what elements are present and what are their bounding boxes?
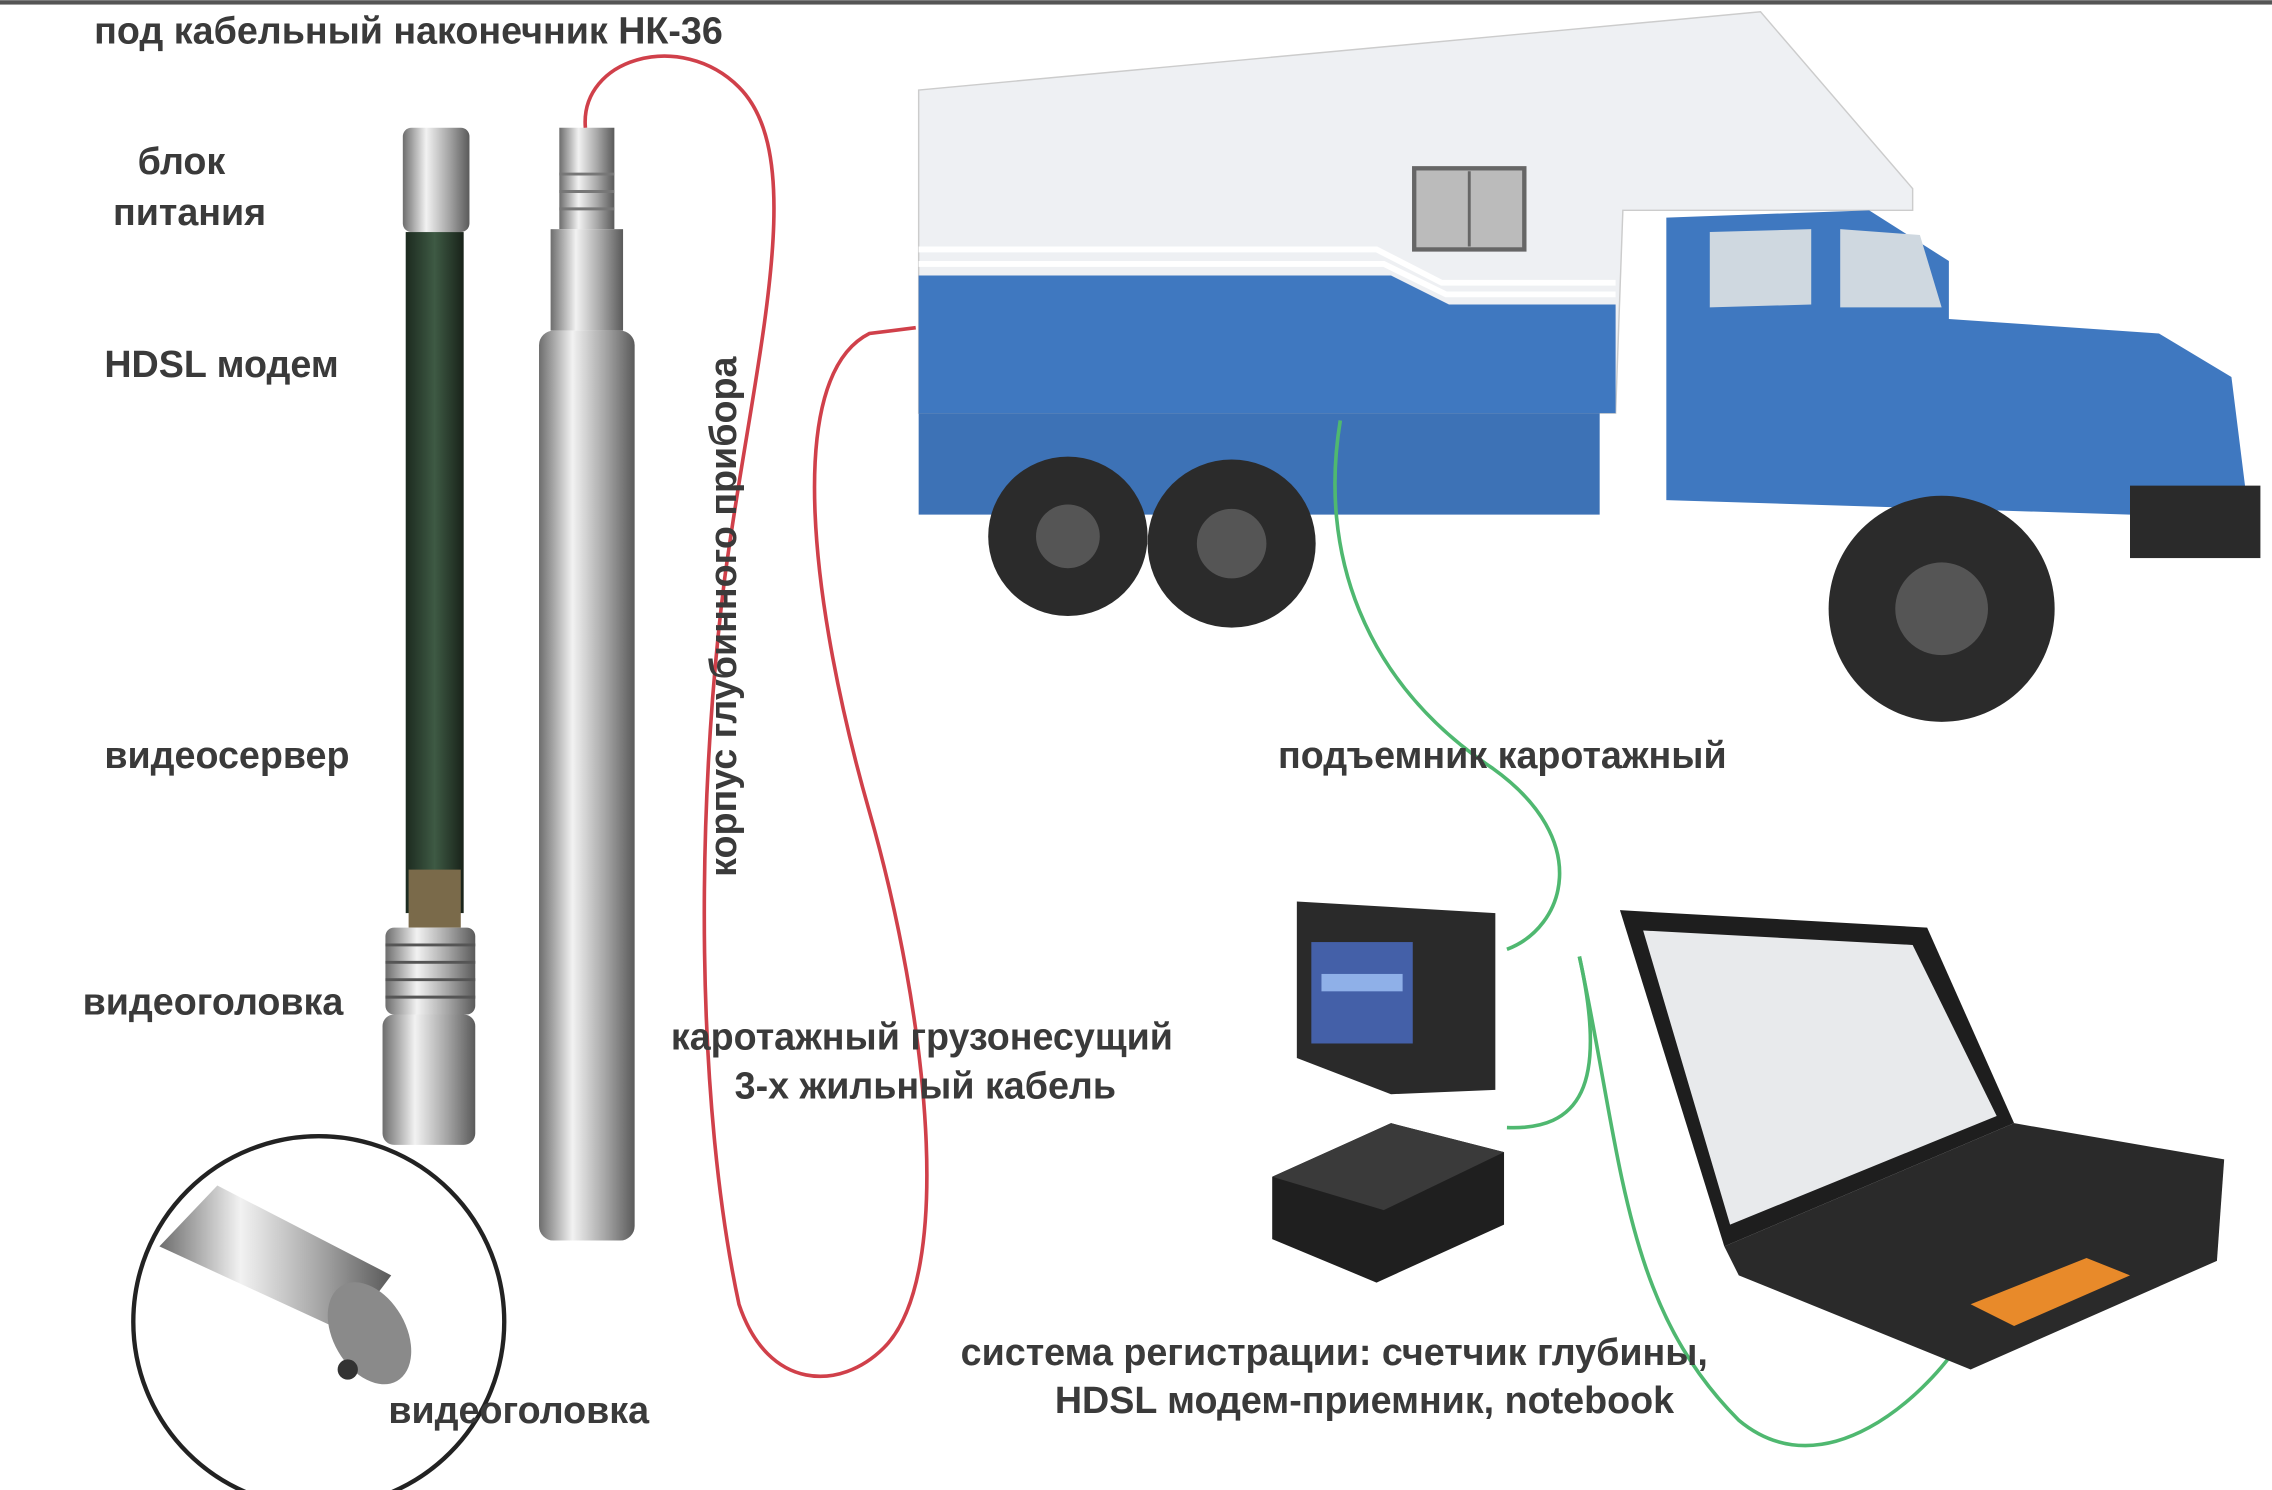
label-video-server: видеосервер <box>104 734 349 776</box>
probe-housing <box>539 127 635 1241</box>
logging-cable <box>583 54 929 1379</box>
open-probe <box>382 127 476 1145</box>
label-power-block: блок <box>138 140 226 182</box>
label-registration: система регистрации: счетчик глубины, <box>961 1331 1708 1373</box>
label-hdsl-modem: HDSL модем <box>104 343 338 385</box>
label-probe-body: корпус глубинного прибора <box>702 356 744 877</box>
logging-truck <box>917 11 2261 722</box>
modem-receiver <box>1272 1123 1505 1283</box>
power-block <box>402 127 470 233</box>
data-cables <box>1333 420 1958 1448</box>
circuit-board <box>405 232 464 914</box>
label-power-block-2: питания <box>113 191 266 233</box>
video-head-segment <box>385 927 476 1015</box>
label-registration-2: HDSL модем-приемник, notebook <box>1055 1379 1674 1421</box>
notebook <box>1619 910 2225 1370</box>
label-cable-tip: под кабельный наконечник НК-36 <box>94 10 723 52</box>
label-inset-video-head: видеоголовка <box>388 1389 650 1431</box>
label-hoist: подъемник каротажный <box>1278 734 1727 776</box>
video-head-inset <box>131 1134 507 1490</box>
depth-counter <box>1296 901 1496 1095</box>
label-cable: каротажный грузонесущий <box>671 1015 1173 1057</box>
label-cable-2: 3-х жильный кабель <box>735 1065 1116 1107</box>
label-video-head: видеоголовка <box>83 981 345 1023</box>
